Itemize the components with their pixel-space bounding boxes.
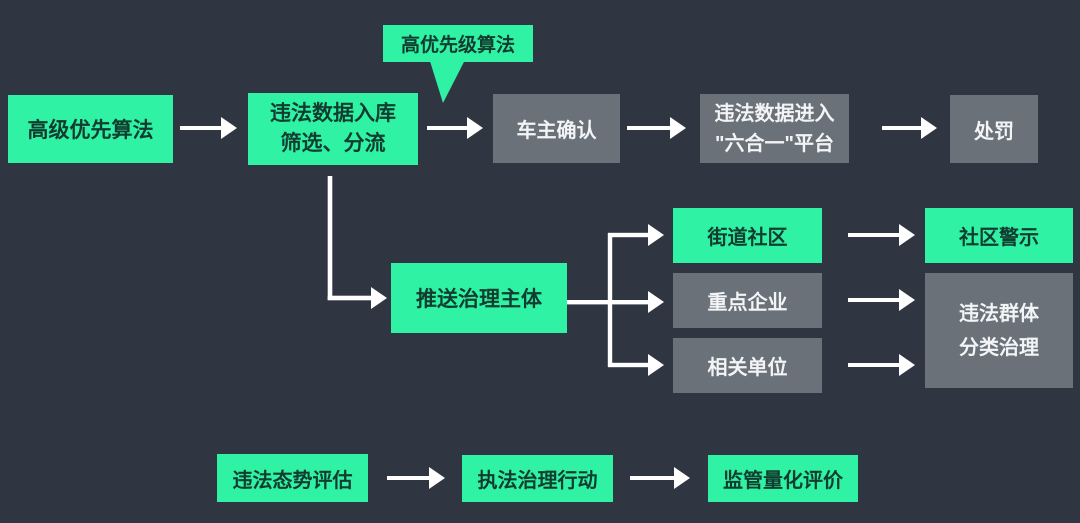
node-illegal-group-classified-governance: 违法群体 分类治理 [925, 273, 1073, 388]
node-six-in-one-platform: 违法数据进入 "六合一"平台 [700, 94, 849, 163]
arrow-units-to-group [848, 354, 915, 376]
node-community-warning: 社区警示 [925, 208, 1073, 263]
node-key-enterprise: 重点企业 [673, 273, 822, 328]
node-street-community: 街道社区 [673, 208, 822, 263]
callout-high-priority-algorithm: 高优先级算法 [383, 25, 533, 62]
node-illegal-data-intake: 违法数据入库 筛选、分流 [248, 93, 418, 165]
arrow-priority-to-intake [180, 117, 237, 139]
arrow-sixinone-to-punishment [882, 117, 937, 139]
node-enforcement-governance-action: 执法治理行动 [462, 455, 613, 502]
arrow-intake-to-push [327, 176, 387, 309]
arrow-action-to-evaluation [630, 467, 690, 489]
arrow-push-branch [567, 224, 664, 376]
node-owner-confirmation: 车主确认 [493, 94, 620, 163]
arrow-enterprise-to-group [848, 289, 915, 311]
arrow-intake-to-owner [427, 117, 483, 139]
node-illegal-situation-assessment: 违法态势评估 [217, 454, 368, 502]
arrow-assessment-to-action [387, 467, 445, 489]
node-regulation-quantified-evaluation: 监管量化评价 [708, 455, 858, 502]
node-advanced-priority-algorithm: 高级优先算法 [8, 95, 173, 163]
node-push-governance-subject: 推送治理主体 [391, 263, 567, 333]
node-related-units: 相关单位 [673, 338, 822, 393]
callout-tail [429, 58, 466, 103]
node-punishment: 处罚 [950, 95, 1038, 163]
arrow-owner-to-sixinone [627, 117, 686, 139]
arrow-street-to-warning [848, 224, 915, 246]
